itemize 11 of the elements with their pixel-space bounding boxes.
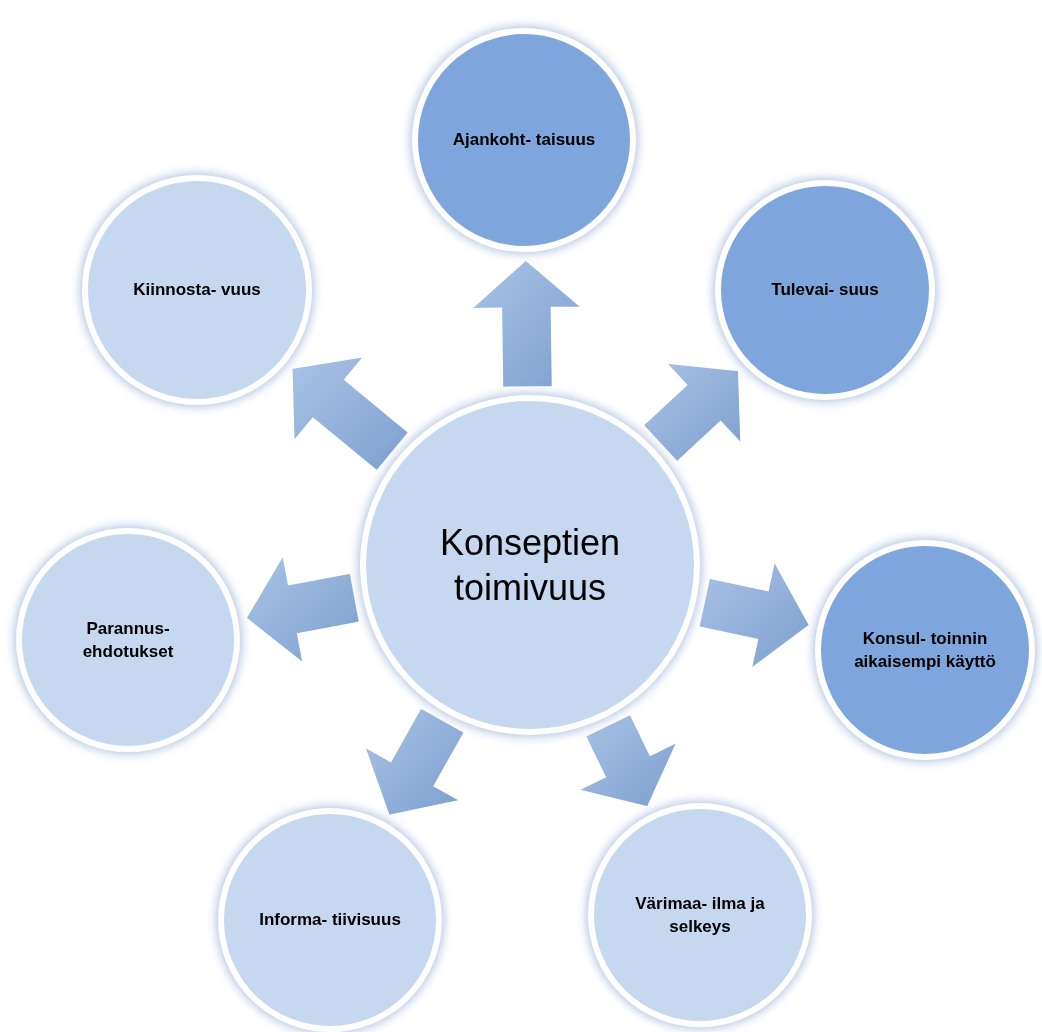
node-label: Tulevai- suus (770, 279, 880, 302)
node-label: Parannus- ehdotukset (81, 617, 175, 663)
block-arrow (291, 355, 410, 472)
node-label: Kiinnosta- vuus (132, 279, 262, 302)
block-arrow (363, 706, 466, 817)
node-label: Värimaa- ilma ja selkeys (634, 892, 766, 938)
block-arrow (642, 362, 742, 463)
node-label: Informa- tiivisuus (258, 909, 402, 932)
node-label: Konseptien toimivuus (438, 521, 622, 610)
node-label: Konsul- toinnin aikaisempi käyttö (853, 627, 997, 673)
node-label: Ajankoht- taisuus (451, 129, 597, 152)
